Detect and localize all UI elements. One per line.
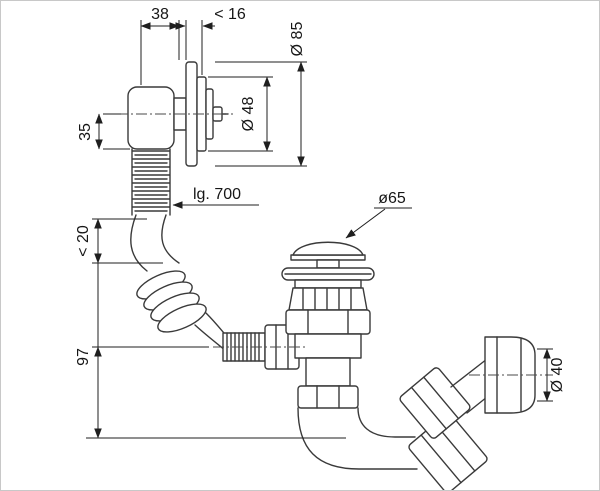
dim-label-rosette-diameter: Ø 85 [289, 22, 306, 57]
drain-hex-nut [285, 309, 371, 335]
dim-label-hose-clearance: < 20 [75, 225, 92, 257]
elbow-inner-curve [357, 407, 416, 438]
dim-16-extensions [185, 20, 203, 75]
dim-35-extensions [103, 113, 130, 150]
tailpiece [305, 357, 351, 387]
drain-hex-nut-facets [307, 309, 349, 335]
drain-upper-body [288, 287, 368, 311]
elbow-outlet-assembly [297, 336, 536, 490]
hose-coil [136, 270, 207, 333]
dim-label-plug-diameter: ø65 [378, 190, 406, 207]
dim-label-plate-gap: < 16 [214, 6, 246, 23]
part-geometry [127, 61, 536, 490]
dim-label-overflow-width: 38 [151, 6, 169, 23]
corrugated-hose [131, 148, 171, 216]
dim-label-body-height: 97 [75, 348, 92, 366]
elbow-outer-curve [297, 407, 418, 470]
dim-85-extensions [215, 61, 307, 167]
dimension-lines [86, 20, 553, 439]
dim-97-extensions [86, 346, 346, 439]
dim-20-extensions [92, 218, 163, 264]
plug-underplate [290, 254, 366, 261]
dim-label-rosette-inner-diameter: Ø 48 [240, 97, 257, 132]
center-lines [117, 113, 553, 376]
dim-label-overflow-height: 35 [77, 123, 94, 141]
plug-dome [292, 241, 364, 256]
coupling-nut-facets [316, 385, 340, 409]
strainer-ring [294, 279, 362, 289]
dim-label-outlet-diameter: Ø 40 [549, 358, 566, 393]
dim-38-extensions [140, 20, 180, 85]
dim-65-leader [345, 208, 386, 239]
hose-curve-upper [130, 214, 180, 272]
popup-drain-assembly [281, 241, 375, 409]
dim-label-hose-length: lg. 700 [193, 186, 241, 203]
coupling-nut [297, 385, 359, 409]
dim-48-extensions [208, 76, 273, 152]
outlet-pipe [450, 358, 488, 414]
dimension-labels: 38 < 16 Ø 85 Ø 48 35 lg. 700 < 20 97 ø65… [75, 6, 566, 392]
tee-body [294, 333, 362, 359]
plug-stem [316, 259, 340, 269]
drain-body-knurl [302, 288, 352, 310]
overflow-assembly [127, 61, 229, 167]
overflow-cap-body [127, 86, 175, 150]
